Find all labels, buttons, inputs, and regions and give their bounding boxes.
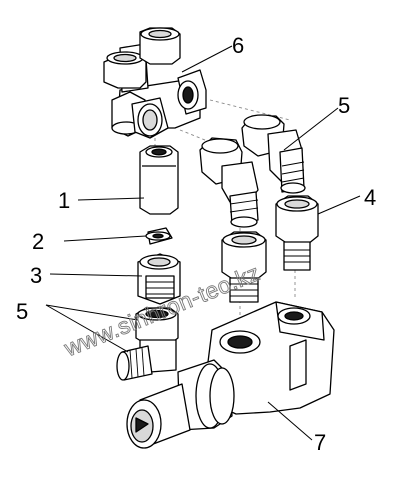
valve-body-part-7 — [126, 301, 335, 449]
callout-7: 7 — [314, 430, 326, 455]
elbow-fitting-left-part-5 — [116, 307, 179, 381]
callout-6: 6 — [232, 33, 244, 58]
union-nut-part-1 — [139, 145, 179, 215]
elbow-fitting-right-part-5 — [241, 114, 306, 194]
leader-lines — [45, 45, 361, 441]
tee-fitting-part-6 — [103, 27, 207, 139]
callout-5-left: 5 — [16, 299, 28, 324]
cutting-ring-part-2 — [145, 227, 173, 245]
callout-4: 4 — [364, 185, 376, 210]
callout-1: 1 — [58, 188, 70, 213]
callout-2: 2 — [32, 229, 44, 254]
straight-connectors-part-4 — [221, 195, 319, 303]
callout-3: 3 — [30, 263, 42, 288]
callouts: 1 2 3 4 5 5 6 7 — [16, 33, 376, 455]
callout-5-right: 5 — [338, 93, 350, 118]
threaded-connector-part-3 — [137, 253, 181, 305]
elbow-fitting-center — [199, 137, 259, 228]
